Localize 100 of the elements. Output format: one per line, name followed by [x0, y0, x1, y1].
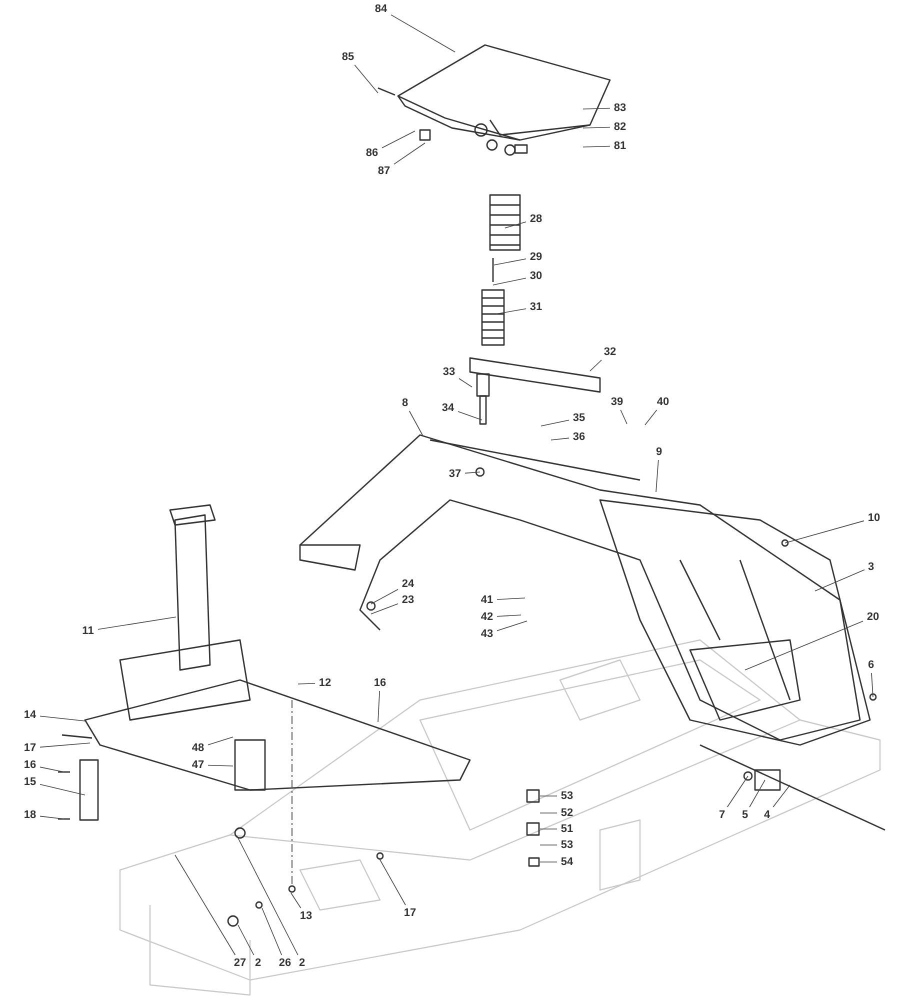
callout-number: 35 — [572, 412, 586, 424]
callout-number: 54 — [560, 856, 574, 868]
leader-line — [378, 690, 380, 722]
leader-line — [582, 126, 610, 128]
callout-number: 17 — [24, 742, 36, 754]
callout-number: 83 — [614, 102, 626, 114]
leader-line — [458, 378, 472, 388]
leader-line — [390, 14, 456, 52]
callout-number: 16 — [374, 677, 386, 689]
leader-line — [540, 844, 558, 846]
callout-number: 23 — [402, 594, 414, 606]
callout-number: 36 — [572, 431, 586, 443]
callout-number: 5 — [742, 809, 748, 821]
callout-number: 85 — [342, 51, 354, 63]
leader-line — [496, 308, 526, 314]
leader-line — [504, 222, 526, 228]
callout-number: 42 — [480, 611, 494, 623]
leader-line — [370, 589, 398, 604]
callout-number: 26 — [278, 957, 292, 969]
callout-number: 6 — [868, 659, 874, 671]
callout-number: 84 — [374, 3, 388, 15]
leader-line — [394, 142, 426, 165]
callout-number: 37 — [448, 468, 462, 480]
callout-number: 41 — [480, 594, 494, 606]
callout-number: 9 — [656, 446, 662, 458]
callout-number: 39 — [610, 396, 624, 408]
leader-line — [40, 784, 86, 796]
callout-number: 2 — [254, 957, 262, 969]
leader-line — [98, 616, 176, 630]
callout-number: 33 — [442, 366, 456, 378]
leader-line — [582, 146, 610, 148]
leader-line — [208, 736, 234, 746]
leader-line — [464, 472, 480, 474]
callout-number: 27 — [234, 957, 246, 969]
leader-line — [540, 420, 570, 426]
callout-number: 10 — [868, 512, 880, 524]
callout-number: 86 — [366, 147, 378, 159]
callout-number: 52 — [560, 807, 574, 819]
callout-number: 16 — [24, 759, 36, 771]
callout-number: 24 — [402, 578, 414, 590]
leader-line — [174, 854, 236, 956]
callout-number: 14 — [24, 709, 36, 721]
callout-number: 81 — [614, 140, 626, 152]
callout-number: 53 — [560, 839, 574, 851]
leader-line — [298, 682, 316, 684]
leader-line — [871, 672, 874, 698]
callout-number: 28 — [530, 213, 542, 225]
leader-line — [262, 908, 282, 956]
callout-number: 53 — [560, 790, 574, 802]
leader-line — [40, 742, 90, 748]
leader-line — [354, 64, 378, 94]
leader-line — [814, 569, 865, 592]
callout-number: 34 — [442, 402, 454, 414]
callout-number: 51 — [560, 823, 574, 835]
leader-line — [370, 603, 398, 614]
leader-line — [408, 410, 424, 436]
callout-number: 4 — [764, 809, 770, 821]
callout-number: 11 — [82, 625, 94, 637]
callout-number: 3 — [868, 561, 874, 573]
leader-line — [236, 836, 298, 956]
leader-line — [540, 812, 558, 814]
leader-line — [644, 410, 658, 426]
leader-line — [40, 766, 64, 772]
callout-number: 15 — [24, 776, 36, 788]
leader-line — [290, 892, 302, 908]
leader-line — [726, 776, 748, 808]
callout-number: 29 — [530, 251, 542, 263]
leader-line — [382, 130, 416, 148]
leader-line — [656, 460, 659, 492]
leader-line — [582, 108, 610, 110]
leader-line — [496, 614, 522, 617]
callout-number: 17 — [404, 907, 416, 919]
leader-line — [744, 620, 864, 670]
leader-line — [494, 258, 526, 266]
callout-number: 87 — [378, 165, 390, 177]
callout-number: 31 — [530, 301, 542, 313]
callout-number: 20 — [866, 611, 880, 623]
callout-number: 7 — [718, 809, 726, 821]
leader-line — [40, 716, 86, 722]
callout-number: 48 — [192, 742, 204, 754]
leader-line — [590, 360, 602, 372]
leader-line — [492, 278, 526, 286]
callout-number: 40 — [656, 396, 670, 408]
leader-line — [496, 598, 526, 600]
leader-line — [378, 858, 406, 906]
leader-line — [550, 438, 570, 440]
callout-number: 32 — [604, 346, 616, 358]
leader-line — [40, 816, 64, 820]
leader-line — [620, 410, 628, 424]
leader-line — [496, 620, 528, 632]
leader-line — [749, 780, 766, 808]
callout-number: 18 — [24, 809, 36, 821]
callout-number: 12 — [318, 677, 332, 689]
callout-number: 8 — [402, 397, 408, 409]
callout-number: 47 — [192, 759, 204, 771]
leader-line — [458, 411, 482, 420]
callout-number: 13 — [300, 910, 312, 922]
leader-line — [540, 828, 558, 830]
leader-line — [208, 764, 234, 766]
callout-number: 82 — [614, 121, 626, 133]
